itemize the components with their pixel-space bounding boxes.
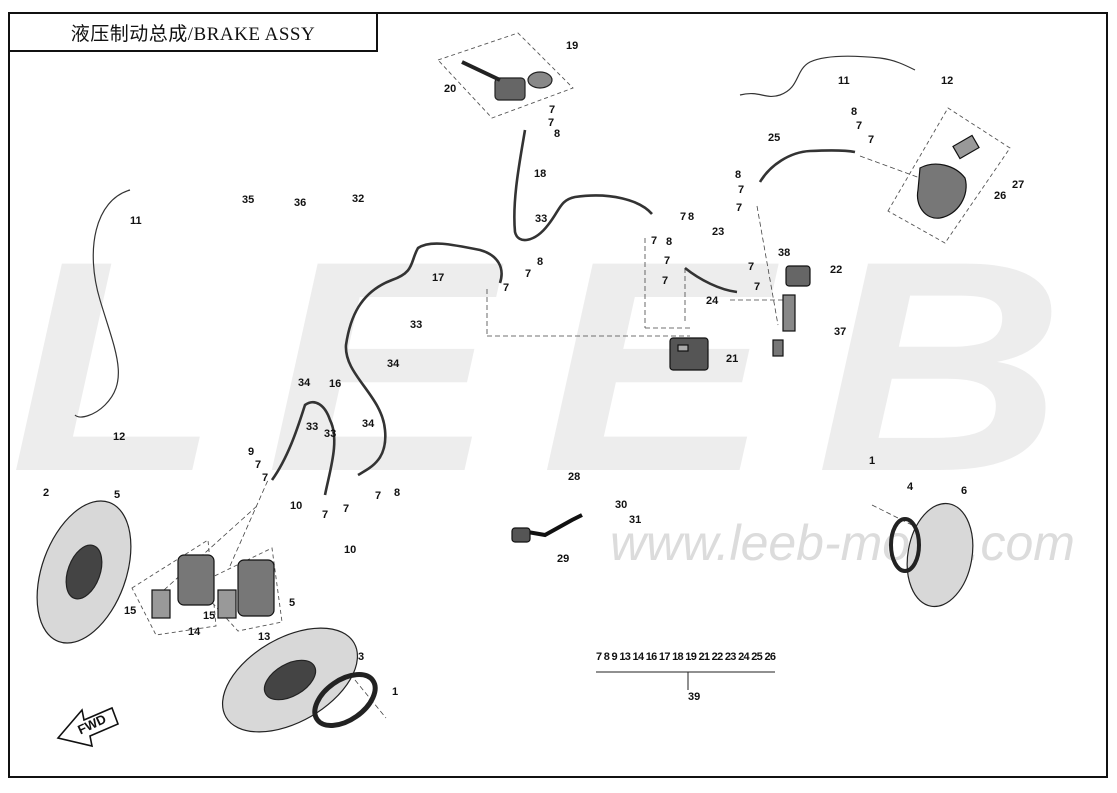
callout-c26: 26 (994, 190, 1006, 202)
callout-c34c: 34 (362, 418, 375, 430)
callout-c22: 22 (830, 264, 842, 276)
callout-c24: 24 (706, 295, 719, 307)
callout-c14: 14 (188, 626, 201, 638)
callout-c34b: 34 (298, 377, 311, 389)
callout-c18: 18 (534, 168, 546, 180)
callout-c35: 35 (242, 194, 254, 206)
callout-c25: 25 (768, 132, 780, 144)
callout-c13: 13 (258, 631, 270, 643)
callout-c7k: 7 (662, 275, 668, 287)
rear-caliper (916, 134, 980, 219)
callout-c36: 36 (294, 197, 306, 209)
callout-c7m: 7 (503, 282, 509, 294)
callout-c5a: 5 (114, 489, 120, 501)
callout-c32: 32 (352, 193, 364, 205)
callout-c10b: 10 (344, 544, 356, 556)
drawing-frame (8, 12, 1108, 778)
callout-c33c: 33 (306, 421, 318, 433)
callout-c8d: 8 (688, 211, 694, 223)
callout-c15b: 15 (203, 610, 215, 622)
callout-c7d: 7 (868, 134, 874, 146)
callout-c37: 37 (834, 326, 846, 338)
front-calipers (151, 554, 275, 619)
callout-c7b: 7 (548, 117, 554, 129)
brake-pedal (511, 513, 583, 543)
callout-c7o: 7 (255, 459, 261, 471)
callout-c4: 4 (907, 481, 914, 493)
dashed-groups (131, 32, 1011, 636)
front-disc-left (36, 500, 132, 644)
callout-c11a: 11 (838, 75, 850, 87)
rear-disc (889, 502, 974, 608)
callout-c7e: 7 (738, 184, 744, 196)
callout-c29: 29 (557, 553, 569, 565)
callout-c27: 27 (1012, 179, 1024, 191)
callout-c1b: 1 (869, 455, 875, 467)
callout-c8a: 8 (554, 128, 560, 140)
callout-c7q: 7 (322, 509, 328, 521)
group39-items: 7 8 9 13 14 16 17 18 19 21 22 23 24 25 2… (596, 651, 776, 663)
callout-c5b: 5 (289, 597, 295, 609)
callout-c8c: 8 (735, 169, 741, 181)
callout-c7p: 7 (262, 472, 268, 484)
callout-c8b: 8 (851, 106, 857, 118)
callout-c23: 23 (712, 226, 724, 238)
callout-c1a: 1 (392, 686, 398, 698)
callout-c33a: 33 (535, 213, 547, 225)
callout-c8f: 8 (537, 256, 543, 268)
callout-c7f: 7 (736, 202, 742, 214)
master-cylinder-front (461, 60, 553, 101)
callout-c7g: 7 (651, 235, 657, 247)
callout-c33b: 33 (410, 319, 422, 331)
callout-c7r: 7 (343, 503, 349, 515)
callout-c3: 3 (358, 651, 364, 663)
callout-c31: 31 (629, 514, 641, 526)
callout-c15a: 15 (124, 605, 136, 617)
abs-ring-front (312, 672, 378, 728)
callout-c34a: 34 (387, 358, 400, 370)
fwd-arrow (56, 706, 120, 748)
callout-c8e: 8 (666, 236, 672, 248)
callout-c16: 16 (329, 378, 341, 390)
callout-c38: 38 (778, 247, 790, 259)
callout-c12a: 12 (941, 75, 953, 87)
callout-c11b: 11 (130, 215, 142, 227)
callout-c6: 6 (961, 485, 967, 497)
callout-c7i: 7 (664, 255, 670, 267)
callout-c21: 21 (726, 353, 738, 365)
hoses (270, 129, 856, 496)
callout-c12b: 12 (113, 431, 125, 443)
callout-c39: 39 (688, 691, 700, 703)
wires (74, 55, 916, 418)
page-title: 液压制动总成/BRAKE ASSY (70, 23, 316, 45)
callout-c7c: 7 (856, 120, 862, 132)
callout-c2: 2 (43, 487, 49, 499)
callout-c30: 30 (615, 499, 627, 511)
callout-c17: 17 (432, 272, 444, 284)
callout-c7n: 7 (525, 268, 531, 280)
callout-c7j: 7 (748, 261, 754, 273)
callout-c10a: 10 (290, 500, 302, 512)
callout-c7l: 7 (754, 281, 760, 293)
callout-c19: 19 (566, 40, 578, 52)
abs-unit (669, 337, 709, 371)
callout-c7s: 7 (375, 490, 381, 502)
leader-lines (163, 155, 921, 719)
rear-master-cylinder (772, 265, 811, 357)
callout-c7h: 7 (680, 211, 686, 223)
callout-c28: 28 (568, 471, 580, 483)
callout-c33d: 33 (324, 428, 336, 440)
callout-c8g: 8 (394, 487, 400, 499)
group39-bracket (596, 671, 775, 690)
callout-c20: 20 (444, 83, 456, 95)
title-box: 液压制动总成/BRAKE ASSY (8, 12, 378, 52)
callout-c9: 9 (248, 446, 254, 458)
callout-c7a: 7 (549, 104, 555, 116)
front-disc-right (221, 627, 359, 733)
